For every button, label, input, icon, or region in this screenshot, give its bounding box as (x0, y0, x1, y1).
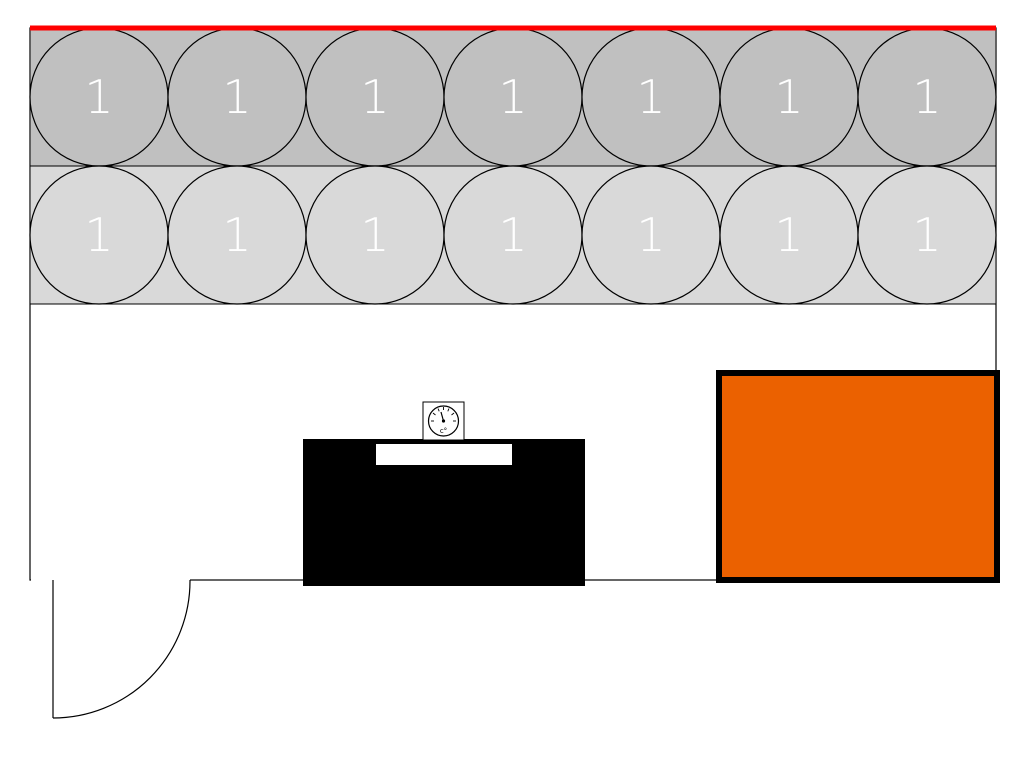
drum-label: 1 (636, 70, 665, 124)
drum-label: 1 (774, 70, 803, 124)
drum-circle (857, 165, 997, 305)
drum[interactable]: 1 (581, 27, 721, 167)
drum-label: 1 (360, 70, 389, 124)
drum[interactable]: 1 (719, 165, 859, 305)
drum-label: 1 (222, 208, 251, 262)
drum[interactable]: 1 (443, 165, 583, 305)
door-swing-icon[interactable] (31, 578, 191, 719)
desk-slot (376, 444, 512, 465)
drum[interactable]: 1 (305, 27, 445, 167)
drum[interactable]: 1 (305, 165, 445, 305)
drum-label: 1 (498, 70, 527, 124)
drum-label: 1 (222, 70, 251, 124)
drum-label: 1 (774, 208, 803, 262)
drum-label: 1 (360, 208, 389, 262)
drum-label: 1 (636, 208, 665, 262)
orange-cabinet[interactable] (716, 370, 1000, 583)
door-arc (52, 579, 191, 719)
desk[interactable] (303, 439, 585, 586)
drum-label: 1 (84, 70, 113, 124)
door-opening (31, 578, 190, 582)
storage-row-bottom: 1 1 1 1 1 1 1 (29, 165, 997, 305)
drum[interactable]: 1 (719, 27, 859, 167)
drum[interactable]: 1 (167, 165, 307, 305)
drum-label: 1 (498, 208, 527, 262)
drum-label: 1 (912, 208, 941, 262)
drum[interactable]: 1 (581, 165, 721, 305)
drum[interactable]: 1 (29, 27, 169, 167)
svg-text:c°: c° (440, 427, 447, 435)
gauge-icon[interactable]: c° (422, 401, 465, 441)
storage-row-top: 1 1 1 1 1 1 1 (29, 27, 997, 167)
drum[interactable]: 1 (443, 27, 583, 167)
drum[interactable]: 1 (29, 165, 169, 305)
drum[interactable]: 1 (857, 27, 997, 167)
drum-label: 1 (912, 70, 941, 124)
drum-label: 1 (84, 208, 113, 262)
drum[interactable]: 1 (167, 27, 307, 167)
drum[interactable]: 1 (857, 165, 997, 305)
